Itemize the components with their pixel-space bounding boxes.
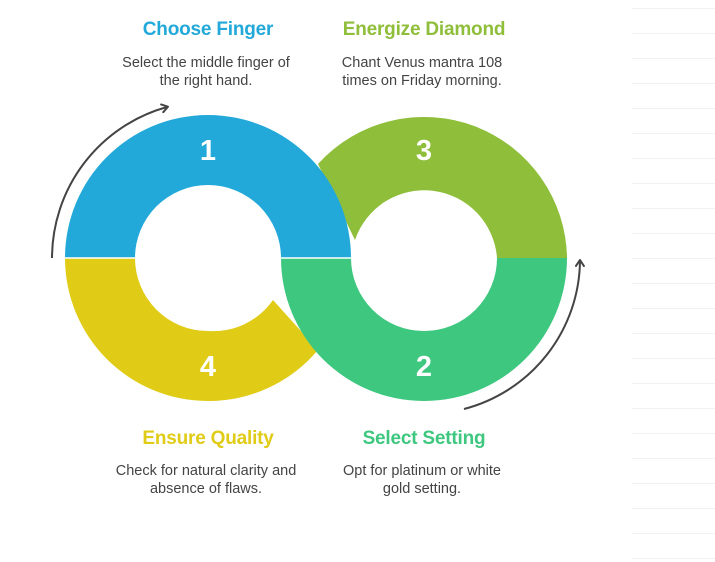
segment-1 [65, 115, 351, 258]
step-1-description: Select the middle finger of the right ha… [86, 54, 326, 90]
flow-arrow-right [463, 259, 585, 410]
step-3-description: Chant Venus mantra 108 times on Friday m… [302, 54, 542, 90]
step-2-description: Opt for platinum or white gold setting. [302, 462, 542, 498]
segment-4 [65, 258, 318, 402]
step-1-description-line: the right hand. [159, 73, 253, 89]
step-2-description-line: Opt for platinum or white [343, 463, 501, 479]
step-4-number: 4 [200, 351, 216, 383]
step-4-title: Ensure Quality [142, 428, 274, 449]
segment-2 [281, 258, 567, 401]
step-2-number: 2 [416, 351, 432, 383]
step-2-description-line: gold setting. [382, 481, 462, 497]
step-1-title: Choose Finger [142, 19, 274, 40]
step-1-number: 1 [200, 135, 216, 167]
step-2-title: Select Setting [362, 428, 486, 449]
flow-arrow-left [51, 103, 169, 259]
step-1-description-line: Select the middle finger of [122, 55, 290, 71]
step-3-description-line: times on Friday morning. [342, 73, 502, 89]
step-3-number: 3 [416, 135, 432, 167]
right-edge-rules [632, 0, 715, 562]
step-4-description: Check for natural clarity and absence of… [86, 462, 326, 498]
step-3-title: Energize Diamond [342, 19, 506, 40]
step-4-description-line: absence of flaws. [149, 481, 263, 497]
segment-3 [318, 116, 567, 258]
step-3-description-line: Chant Venus mantra 108 [341, 55, 503, 71]
step-4-description-line: Check for natural clarity and [115, 463, 297, 479]
